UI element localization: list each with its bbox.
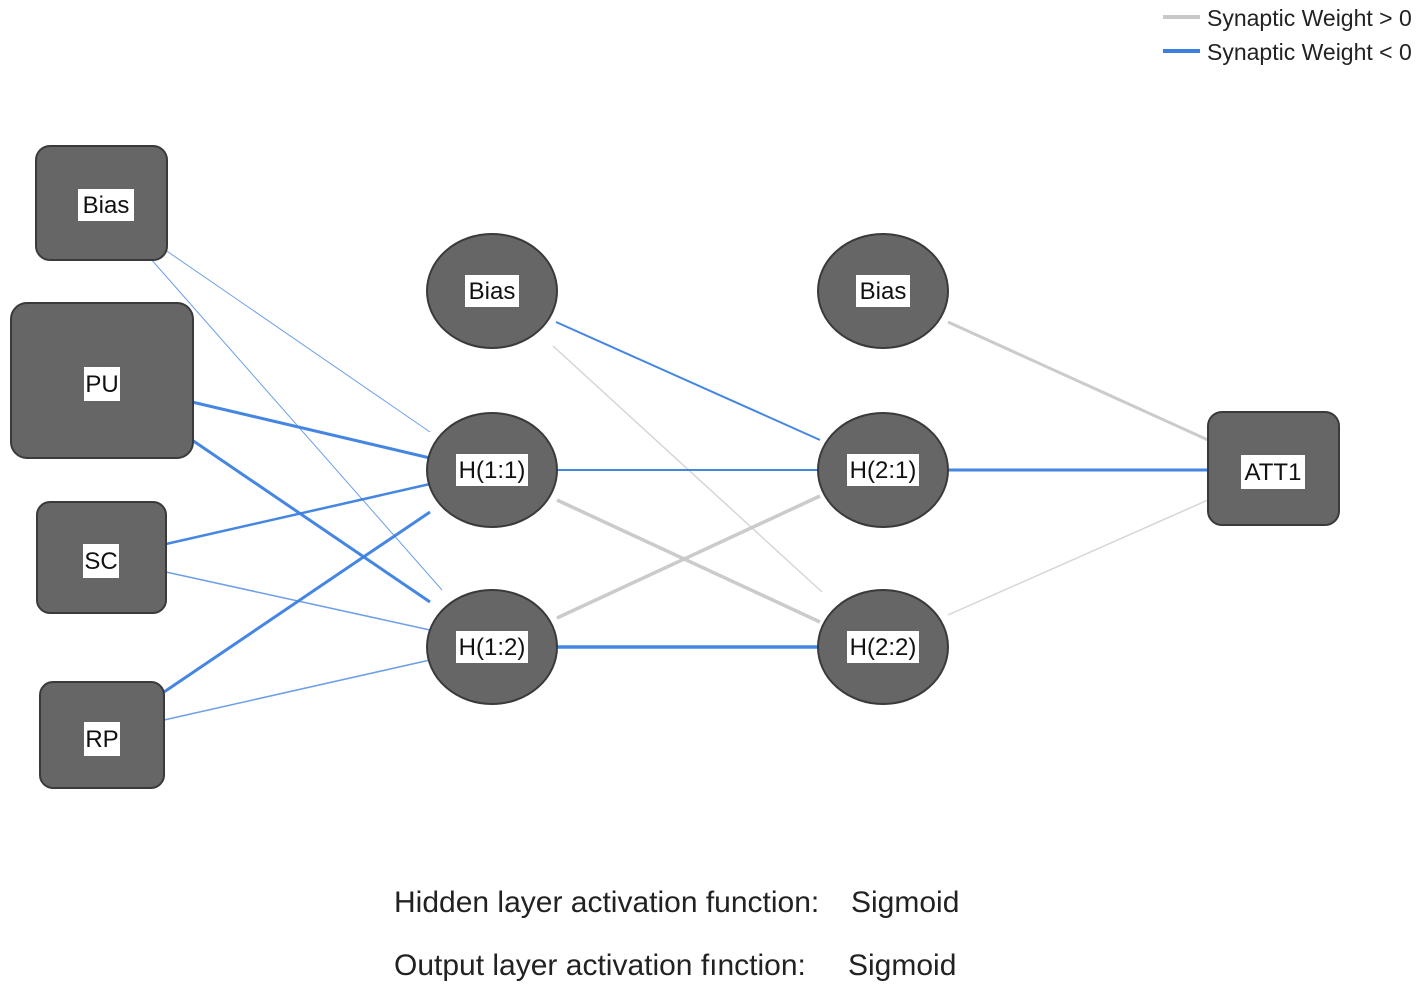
connection-h1_bias-to-h21	[555, 321, 821, 441]
hidden-node-h21: H(2:1)	[817, 412, 949, 528]
hidden-activation-value: Sigmoid	[851, 886, 959, 919]
h11-label: H(1:1)	[459, 457, 526, 484]
connection-rp-to-h12	[163, 659, 431, 721]
input-rp-label-bg	[84, 722, 120, 756]
connection-rp-to-h11	[163, 510, 431, 694]
output-att1-label: ATT1	[1245, 459, 1302, 486]
connection-in_bias-to-h11	[157, 244, 431, 433]
connection-h2_bias-to-out	[947, 320, 1209, 442]
legend-positive-label: Synaptic Weight > 0	[1207, 5, 1412, 31]
activation-function-notes: Hidden layer activation function: Sigmoi…	[394, 886, 959, 982]
output-activation-value: Sigmoid	[848, 949, 956, 982]
input-pu-label-bg	[84, 367, 120, 401]
hidden-layer-1: Bias H(1:1) H(1:2)	[426, 233, 558, 705]
connection-lines	[149, 244, 1209, 721]
input-sc-label-bg	[83, 544, 119, 578]
h22-label: H(2:2)	[850, 634, 917, 661]
connection-pu-to-h12	[191, 438, 431, 604]
legend: Synaptic Weight > 0 Synaptic Weight < 0	[1163, 5, 1412, 65]
hidden-layer-2: Bias H(2:1) H(2:2)	[817, 233, 949, 705]
connection-h11-to-h22	[556, 498, 821, 624]
hidden1-bias-node: Bias	[426, 233, 558, 349]
hidden2-bias-label-bg	[856, 275, 910, 307]
h21-label: H(2:1)	[850, 457, 917, 484]
connection-h22-to-out	[947, 499, 1209, 616]
hidden-node-h11: H(1:1)	[426, 412, 558, 528]
input-pu-node: PU	[10, 302, 194, 459]
h22-label-bg	[847, 631, 919, 663]
output-activation-label: Output layer activation fınction:	[394, 949, 806, 982]
hidden2-bias-label: Bias	[860, 278, 907, 305]
h12-label: H(1:2)	[459, 634, 526, 661]
h12-label-bg	[456, 631, 528, 663]
input-bias-label-bg	[78, 189, 134, 221]
hidden2-bias-node: Bias	[817, 233, 949, 349]
output-att1-label-bg	[1241, 455, 1305, 489]
input-sc-node: SC	[36, 501, 167, 614]
h21-label-bg	[847, 454, 919, 486]
hidden1-bias-label-bg	[465, 275, 519, 307]
connection-sc-to-h11	[165, 482, 431, 546]
input-rp-label: RP	[85, 726, 118, 753]
input-bias-node: Bias	[35, 145, 168, 261]
output-att1-node: ATT1	[1207, 411, 1340, 526]
output-layer: ATT1	[1207, 411, 1340, 526]
hidden-activation-label: Hidden layer activation function:	[394, 886, 819, 919]
input-bias-label: Bias	[83, 192, 130, 219]
input-pu-label: PU	[85, 371, 118, 398]
input-layer: Bias PU SC RP	[10, 145, 194, 789]
h11-label-bg	[456, 454, 528, 486]
input-rp-node: RP	[39, 681, 165, 789]
connection-in_bias-to-h12	[149, 257, 443, 591]
hidden1-bias-label: Bias	[469, 278, 516, 305]
connection-pu-to-h11	[191, 400, 431, 460]
legend-negative-label: Synaptic Weight < 0	[1207, 39, 1412, 65]
hidden-node-h12: H(1:2)	[426, 589, 558, 705]
connection-h12-to-h21	[556, 494, 821, 620]
hidden-node-h22: H(2:2)	[817, 589, 949, 705]
input-sc-label: SC	[84, 548, 117, 575]
